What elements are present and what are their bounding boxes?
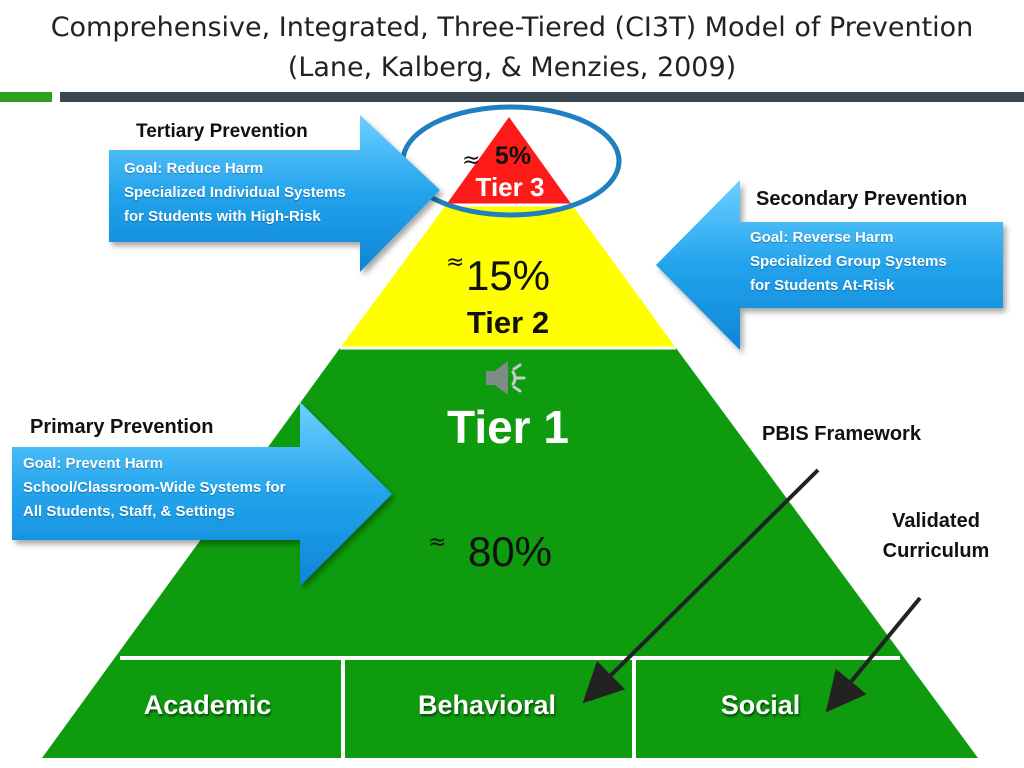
tertiary-arrow (109, 115, 440, 272)
slide-title: Comprehensive, Integrated, Three-Tiered … (0, 8, 1024, 88)
primary-arrow (12, 402, 392, 586)
title-rule-accent (0, 92, 52, 102)
primary-prevention-heading: Primary Prevention (30, 416, 214, 438)
title-rule (60, 92, 1024, 102)
primary-goal-line: All Students, Staff, & Settings (23, 503, 235, 520)
title-line-2: (Lane, Kalberg, & Menzies, 2009) (287, 52, 737, 83)
tertiary-goal-line: for Students with High-Risk (124, 208, 321, 225)
tertiary-goal-line: Goal: Reduce Harm (124, 160, 264, 177)
secondary-goal-line: for Students At-Risk (750, 277, 895, 294)
pbis-pointer-arrow (582, 468, 820, 704)
title-line-1: Comprehensive, Integrated, Three-Tiered … (50, 12, 974, 43)
tier-2-band (340, 205, 676, 348)
tier-3-label: Tier 3 (475, 172, 545, 202)
secondary-goal-line: Specialized Group Systems (750, 253, 947, 270)
validated-curriculum-line: Curriculum (882, 540, 990, 562)
validated-curriculum-label: Validated Curriculum (860, 506, 1012, 566)
secondary-prevention-heading: Secondary Prevention (756, 188, 968, 210)
tier-1-approx-symbol: ≈ (428, 530, 447, 555)
primary-goal-line: Goal: Prevent Harm (23, 455, 164, 472)
tier-3-approx-symbol: ≈ (462, 148, 481, 173)
tertiary-goal: Goal: Reduce Harm Specialized Individual… (124, 157, 346, 229)
secondary-arrow (656, 180, 1003, 350)
pbis-framework-label: PBIS Framework (762, 423, 921, 445)
tier-2-approx-symbol: ≈ (446, 250, 465, 275)
tier-3-band (446, 117, 572, 205)
speaker-icon[interactable] (486, 361, 526, 395)
primary-goal-line: School/Classroom-Wide Systems for (23, 479, 286, 496)
tertiary-goal-line: Specialized Individual Systems (124, 184, 346, 201)
curriculum-pointer-arrow (825, 596, 922, 713)
base-label-behavioral: Behavioral (417, 690, 557, 720)
tier-2-label: Tier 2 (466, 305, 550, 340)
tier-3-percent: 5% (494, 142, 532, 170)
tier-1-label: Tier 1 (447, 401, 569, 453)
tertiary-prevention-heading: Tertiary Prevention (136, 121, 308, 142)
secondary-goal: Goal: Reverse Harm Specialized Group Sys… (750, 226, 947, 298)
primary-goal: Goal: Prevent Harm School/Classroom-Wide… (23, 452, 285, 524)
tier-2-percent: 15% (465, 252, 551, 299)
base-label-academic: Academic (143, 690, 272, 720)
base-label-social: Social (720, 690, 801, 720)
secondary-goal-line: Goal: Reverse Harm (750, 229, 894, 246)
validated-curriculum-line: Validated (892, 510, 980, 532)
tier-1-percent: 80% (467, 528, 553, 575)
